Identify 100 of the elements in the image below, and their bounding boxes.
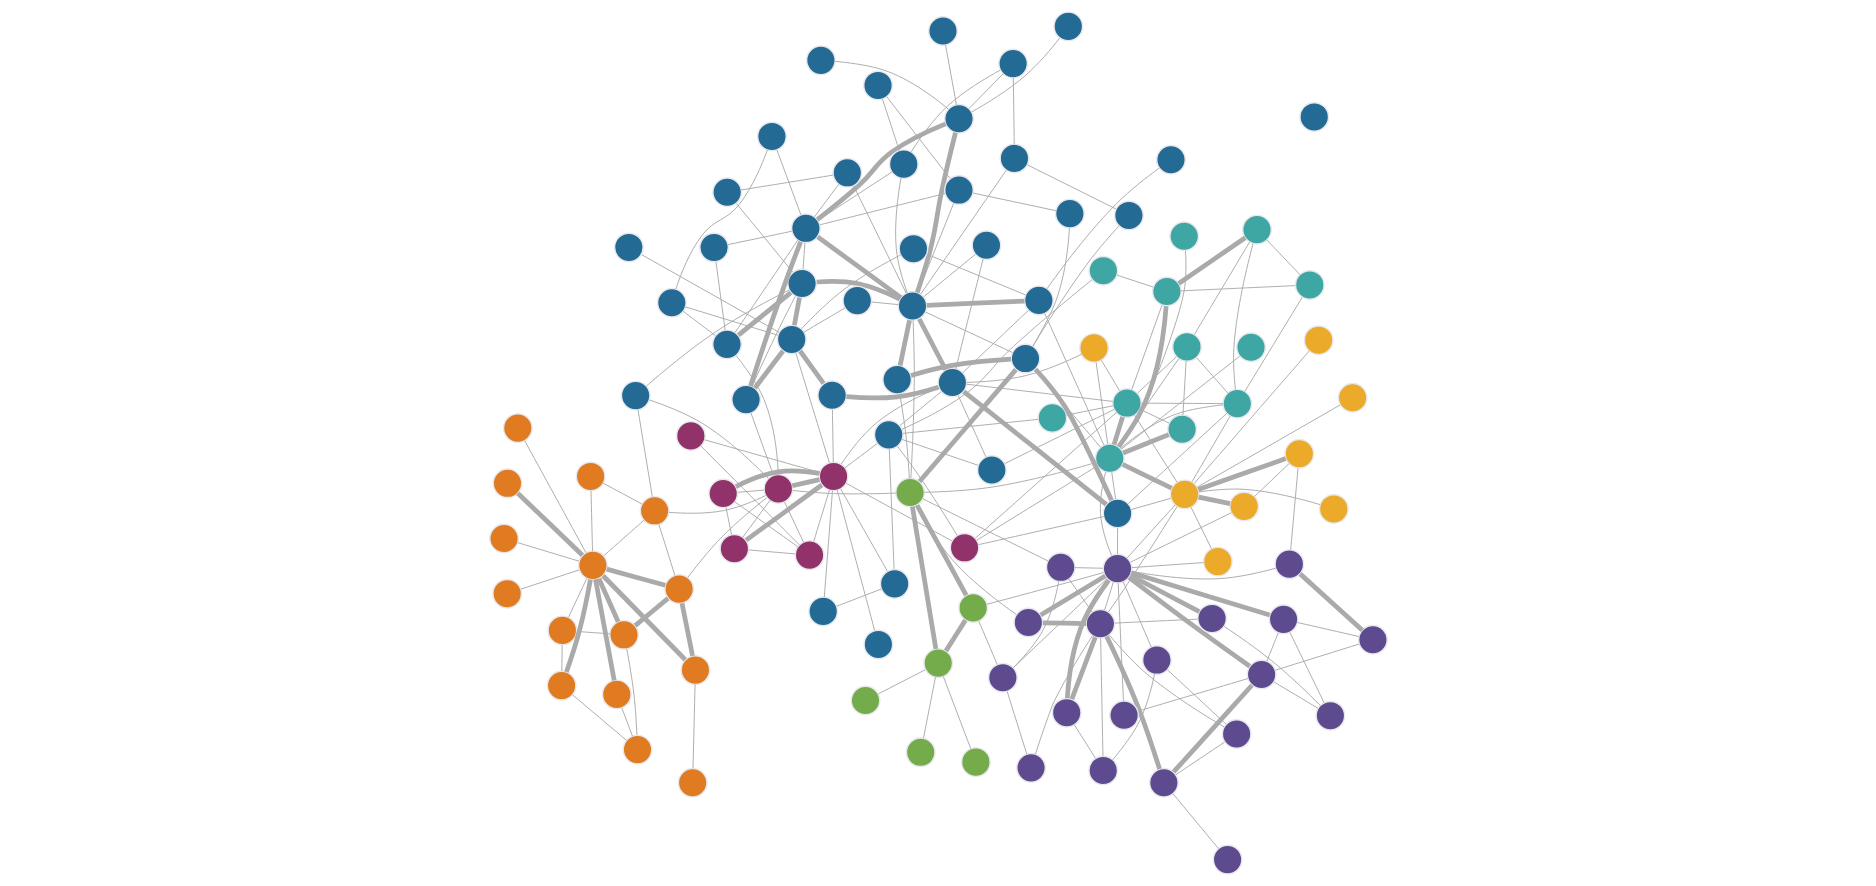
- connector: [751, 296, 796, 387]
- connector: [1130, 567, 1276, 580]
- connector: [1012, 578, 1107, 669]
- node-circle: [943, 103, 974, 134]
- connector: [684, 306, 778, 336]
- connector: [733, 501, 798, 548]
- node-circle: [1357, 624, 1388, 655]
- node-circle: [1111, 388, 1142, 419]
- connector: [1130, 497, 1171, 510]
- connector: [686, 497, 767, 578]
- connector: [845, 482, 952, 542]
- connector: [1104, 635, 1162, 770]
- connector: [1193, 241, 1250, 335]
- connector: [1117, 358, 1179, 447]
- node-circle: [1303, 325, 1334, 356]
- node-circle: [1102, 498, 1133, 529]
- node-circle: [960, 747, 991, 778]
- connector: [1180, 285, 1296, 292]
- connector: [986, 572, 1104, 605]
- connector: [1110, 471, 1116, 500]
- connector: [747, 241, 803, 387]
- connector: [734, 239, 798, 333]
- connector: [1243, 296, 1303, 392]
- node-circle: [936, 367, 967, 398]
- connector: [885, 96, 950, 179]
- node-circle: [1273, 549, 1304, 580]
- node-circle: [1094, 443, 1125, 474]
- connector: [776, 149, 801, 216]
- connector: [1193, 350, 1310, 484]
- connector: [977, 620, 998, 665]
- node-circle: [790, 213, 821, 244]
- connector: [519, 569, 580, 590]
- connector: [1137, 678, 1248, 712]
- connector: [1003, 409, 1114, 464]
- node-circle: [1268, 604, 1299, 635]
- node-circle: [971, 230, 1001, 261]
- connector: [924, 311, 1013, 353]
- node-circle: [1241, 214, 1272, 245]
- node-circle: [1023, 285, 1054, 316]
- connector: [516, 542, 579, 562]
- connector: [1116, 305, 1168, 448]
- node-circle: [943, 175, 974, 206]
- node-circle: [601, 679, 632, 710]
- connector: [1171, 683, 1254, 774]
- node-circle: [502, 413, 533, 444]
- connector: [1298, 572, 1364, 632]
- connector: [1174, 741, 1225, 776]
- node-circle: [831, 157, 862, 188]
- node-circle: [663, 574, 694, 605]
- node-circle: [905, 737, 936, 768]
- node-circle: [711, 177, 742, 208]
- connector: [596, 577, 620, 623]
- connector: [877, 669, 926, 695]
- connector: [727, 230, 792, 245]
- connector: [1074, 567, 1103, 569]
- node-circle: [620, 380, 651, 411]
- connector: [815, 121, 946, 222]
- connector: [1073, 724, 1096, 759]
- connector: [592, 578, 617, 681]
- node-circle: [762, 473, 793, 504]
- connector: [625, 648, 637, 736]
- node-circle: [491, 578, 522, 609]
- connector: [1130, 562, 1204, 569]
- connector: [1012, 77, 1015, 145]
- node-circle: [546, 615, 577, 646]
- node-circle: [1084, 608, 1115, 639]
- connector: [1099, 471, 1112, 556]
- node-circle: [1337, 382, 1368, 413]
- connector: [815, 235, 902, 300]
- node-circle: [1235, 332, 1266, 363]
- node-circle: [1078, 332, 1109, 363]
- connector: [897, 319, 912, 366]
- connector: [914, 132, 958, 294]
- node-circle: [1052, 11, 1083, 42]
- node-circle: [1051, 697, 1082, 728]
- connector: [974, 412, 1117, 539]
- connector: [1166, 669, 1226, 725]
- connector: [645, 289, 790, 387]
- node-circle: [1246, 659, 1277, 690]
- node-circle: [1087, 255, 1118, 286]
- node-circle: [1155, 144, 1186, 175]
- node-circle: [1283, 438, 1314, 469]
- node-circle: [1221, 719, 1252, 749]
- connector: [1136, 356, 1177, 394]
- node-circle: [1108, 700, 1139, 731]
- connector: [1039, 574, 1106, 618]
- node-circle: [997, 48, 1028, 79]
- node-circle: [1294, 269, 1325, 300]
- node-circle: [1196, 603, 1227, 634]
- node-circle: [1166, 414, 1197, 445]
- connector: [901, 439, 978, 466]
- node-circle: [927, 16, 958, 46]
- connector: [1100, 359, 1120, 392]
- connector: [791, 490, 896, 495]
- connector: [1006, 691, 1027, 755]
- connector: [1122, 581, 1152, 648]
- connector: [1033, 367, 1114, 502]
- node-circle: [1015, 752, 1046, 783]
- connector: [925, 253, 1026, 296]
- connector: [835, 588, 882, 607]
